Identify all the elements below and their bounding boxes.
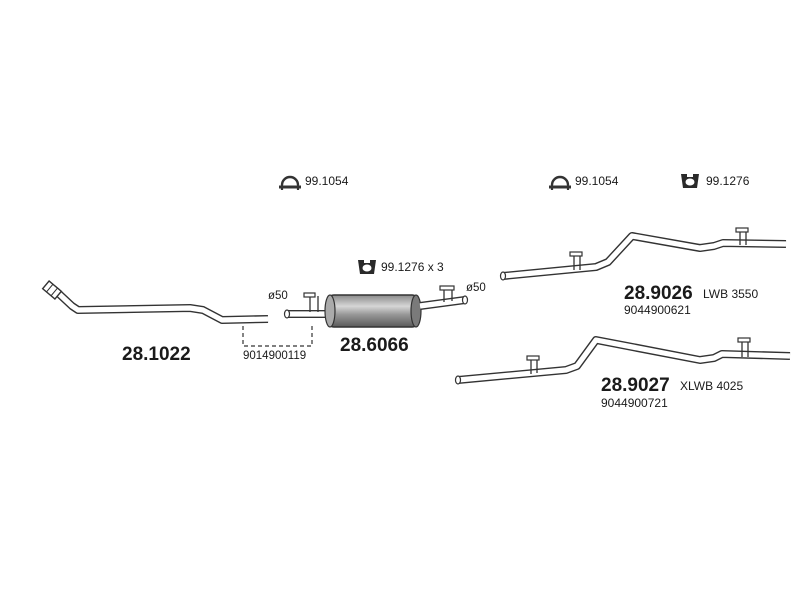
mounting-kit-bracket [242,326,313,347]
diameter-left-label: ø50 [268,290,288,302]
u-clamp-icon [279,175,301,190]
tail-lwb-oe: 9044900621 [624,303,691,317]
u-clamp-icon [549,175,571,190]
rubber-mount-icon [358,260,376,274]
bracket-a-label: 99.1276 [706,174,750,188]
tail-xlwb-number: 28.9027 [601,375,670,396]
silencer-number: 28.6066 [340,335,409,356]
clamp-b-label: 99.1054 [575,174,619,188]
tail-lwb-number: 28.9026 [624,283,693,304]
tail-lwb-variant: LWB 3550 [703,287,759,301]
front-pipe [41,280,269,324]
tail-xlwb-oe: 9044900721 [601,396,668,410]
clamp-a-label: 99.1054 [305,174,349,188]
tail-xlwb-variant: XLWB 4025 [680,379,744,393]
tail-pipe-xlwb [454,336,791,385]
front-pipe-number: 28.1022 [122,344,191,365]
tail-pipe-lwb [499,227,787,281]
diameter-right-label: ø50 [466,282,486,294]
silencer [283,285,469,328]
rubber-mount-icon [681,174,699,188]
bracket-x3-label: 99.1276 x 3 [381,260,444,274]
mounting-kit-number: 9014900119 [243,350,307,362]
